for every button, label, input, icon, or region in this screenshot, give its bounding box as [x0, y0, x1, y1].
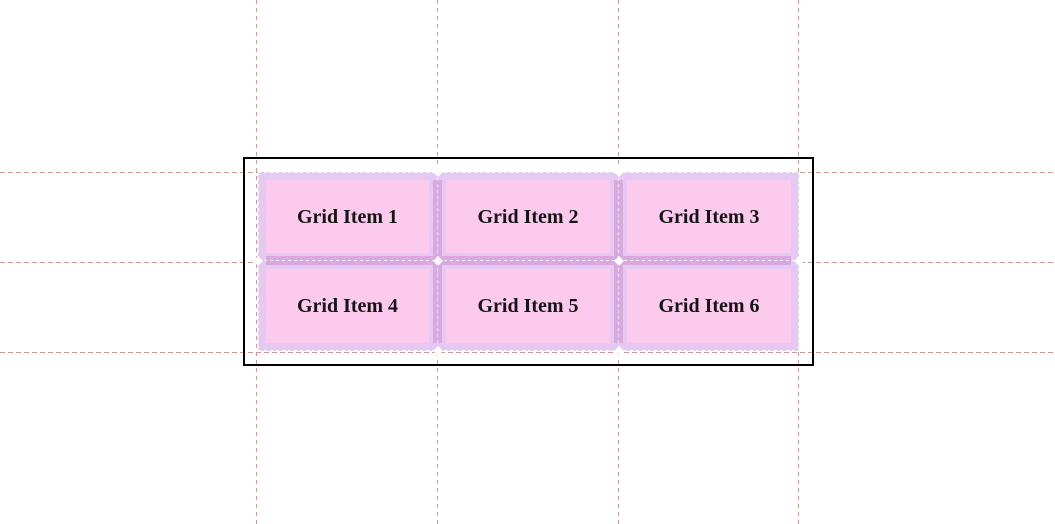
diamond-marker-icon — [432, 167, 443, 177]
grid-extension-line-horizontal-3 — [0, 352, 1055, 353]
diamond-marker-icon — [432, 346, 443, 356]
gap-line-horizontal-2 — [258, 260, 799, 261]
grid-item-1: Grid Item 1 — [266, 180, 429, 253]
grid-container: Grid Item 1 Grid Item 2 Grid Item 3 Grid… — [243, 157, 814, 366]
grid-item-3: Grid Item 3 — [627, 180, 791, 253]
diamond-marker-icon — [613, 346, 624, 356]
grid-item-5: Grid Item 5 — [446, 269, 610, 343]
diamond-marker-icon — [794, 256, 804, 266]
grid-item-2: Grid Item 2 — [446, 180, 610, 253]
grid-item-4: Grid Item 4 — [266, 269, 429, 343]
gap-line-horizontal-start — [258, 172, 799, 173]
diamond-marker-icon — [253, 256, 263, 266]
diamond-marker-icon — [613, 167, 624, 177]
grid-item-6: Grid Item 6 — [627, 269, 791, 343]
gap-line-horizontal-end — [258, 350, 799, 351]
grid-track-area: Grid Item 1 Grid Item 2 Grid Item 3 Grid… — [253, 167, 804, 356]
